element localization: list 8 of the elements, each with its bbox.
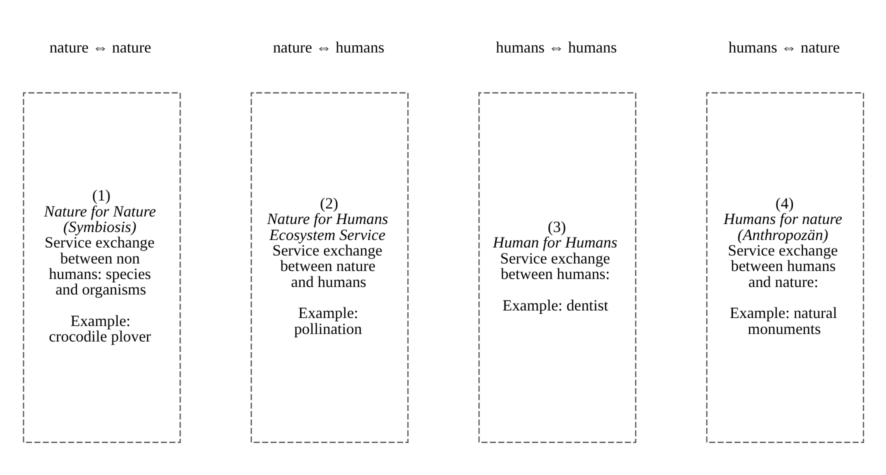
node-label: nature ⇔ nature (48, 39, 151, 56)
node-box: (1) Nature for Nature (Symbiosis) Service exchange between non humans: species and organisms Example: crocodile plover (22, 92, 180, 443)
node-box: (4) Humans for nature (Anthropozän) Service exchange between humans and nature: Example: natural monuments (706, 92, 864, 443)
node-label: humans ⇔ nature (728, 39, 840, 56)
node-box: (3) Human for Humans Service exchange between humans: Example: dentist (478, 92, 636, 443)
node-label: nature ⇔ humans (272, 39, 384, 56)
node-label: humans ⇔ humans (495, 39, 616, 56)
node-box: (2) Nature for Humans Ecosystem Service Service exchange between nature and humans Example: pollination (250, 92, 408, 443)
